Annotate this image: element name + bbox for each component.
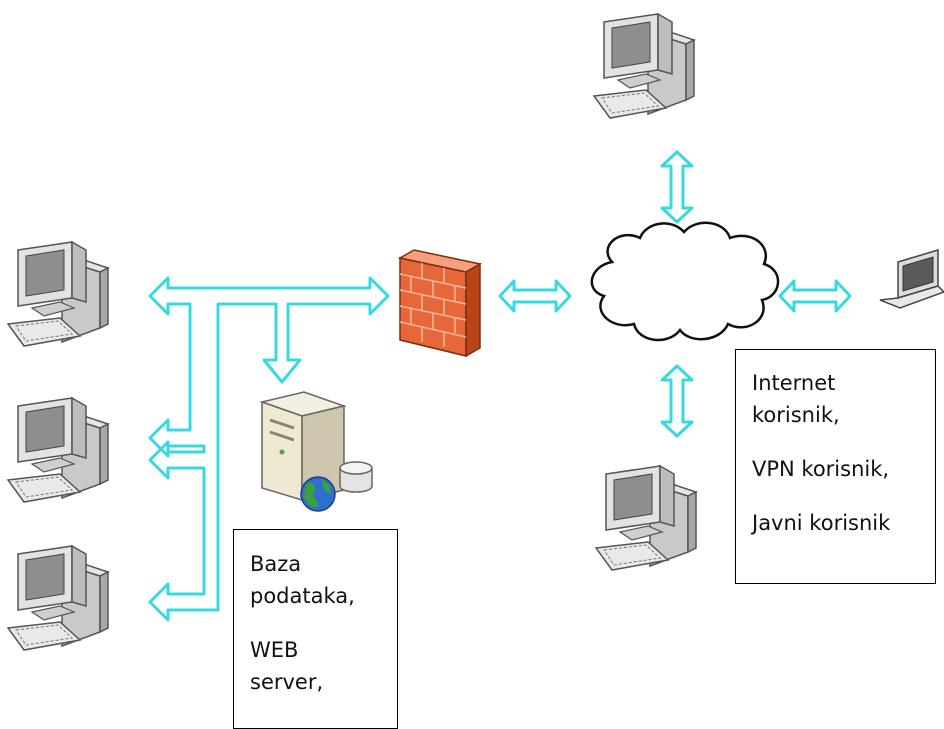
desktop-computer-icon	[593, 13, 695, 119]
server-icon	[259, 391, 347, 502]
double-arrow-icon	[660, 364, 694, 438]
cloud-icon	[590, 221, 780, 342]
server-label-line: WEB	[250, 638, 299, 662]
desktop-computer-icon	[7, 241, 109, 347]
server-label-line: podataka,	[250, 584, 355, 608]
user-label-box: Internet korisnik, VPN korisnik, Javni k…	[735, 349, 936, 584]
server-label-line: server,	[250, 670, 324, 694]
desktop-computer-icon	[7, 545, 109, 651]
user-label-line: korisnik,	[752, 403, 840, 427]
user-label-line: Internet	[752, 371, 836, 395]
desktop-computer-icon	[595, 465, 697, 571]
database-icon	[339, 461, 373, 493]
lan-bus-arrows	[148, 276, 390, 622]
double-arrow-icon	[778, 279, 852, 313]
server-label-box: Baza podataka, WEB server,	[233, 529, 398, 729]
server-label-line: Baza	[250, 552, 302, 576]
user-label-line: Javni korisnik	[752, 511, 891, 535]
double-arrow-icon	[498, 279, 572, 313]
laptop-icon	[879, 248, 944, 309]
user-label-line: VPN korisnik,	[752, 457, 890, 481]
desktop-computer-icon	[7, 397, 109, 503]
double-arrow-icon	[660, 150, 694, 224]
globe-icon	[300, 476, 336, 512]
firewall-icon	[397, 249, 483, 358]
